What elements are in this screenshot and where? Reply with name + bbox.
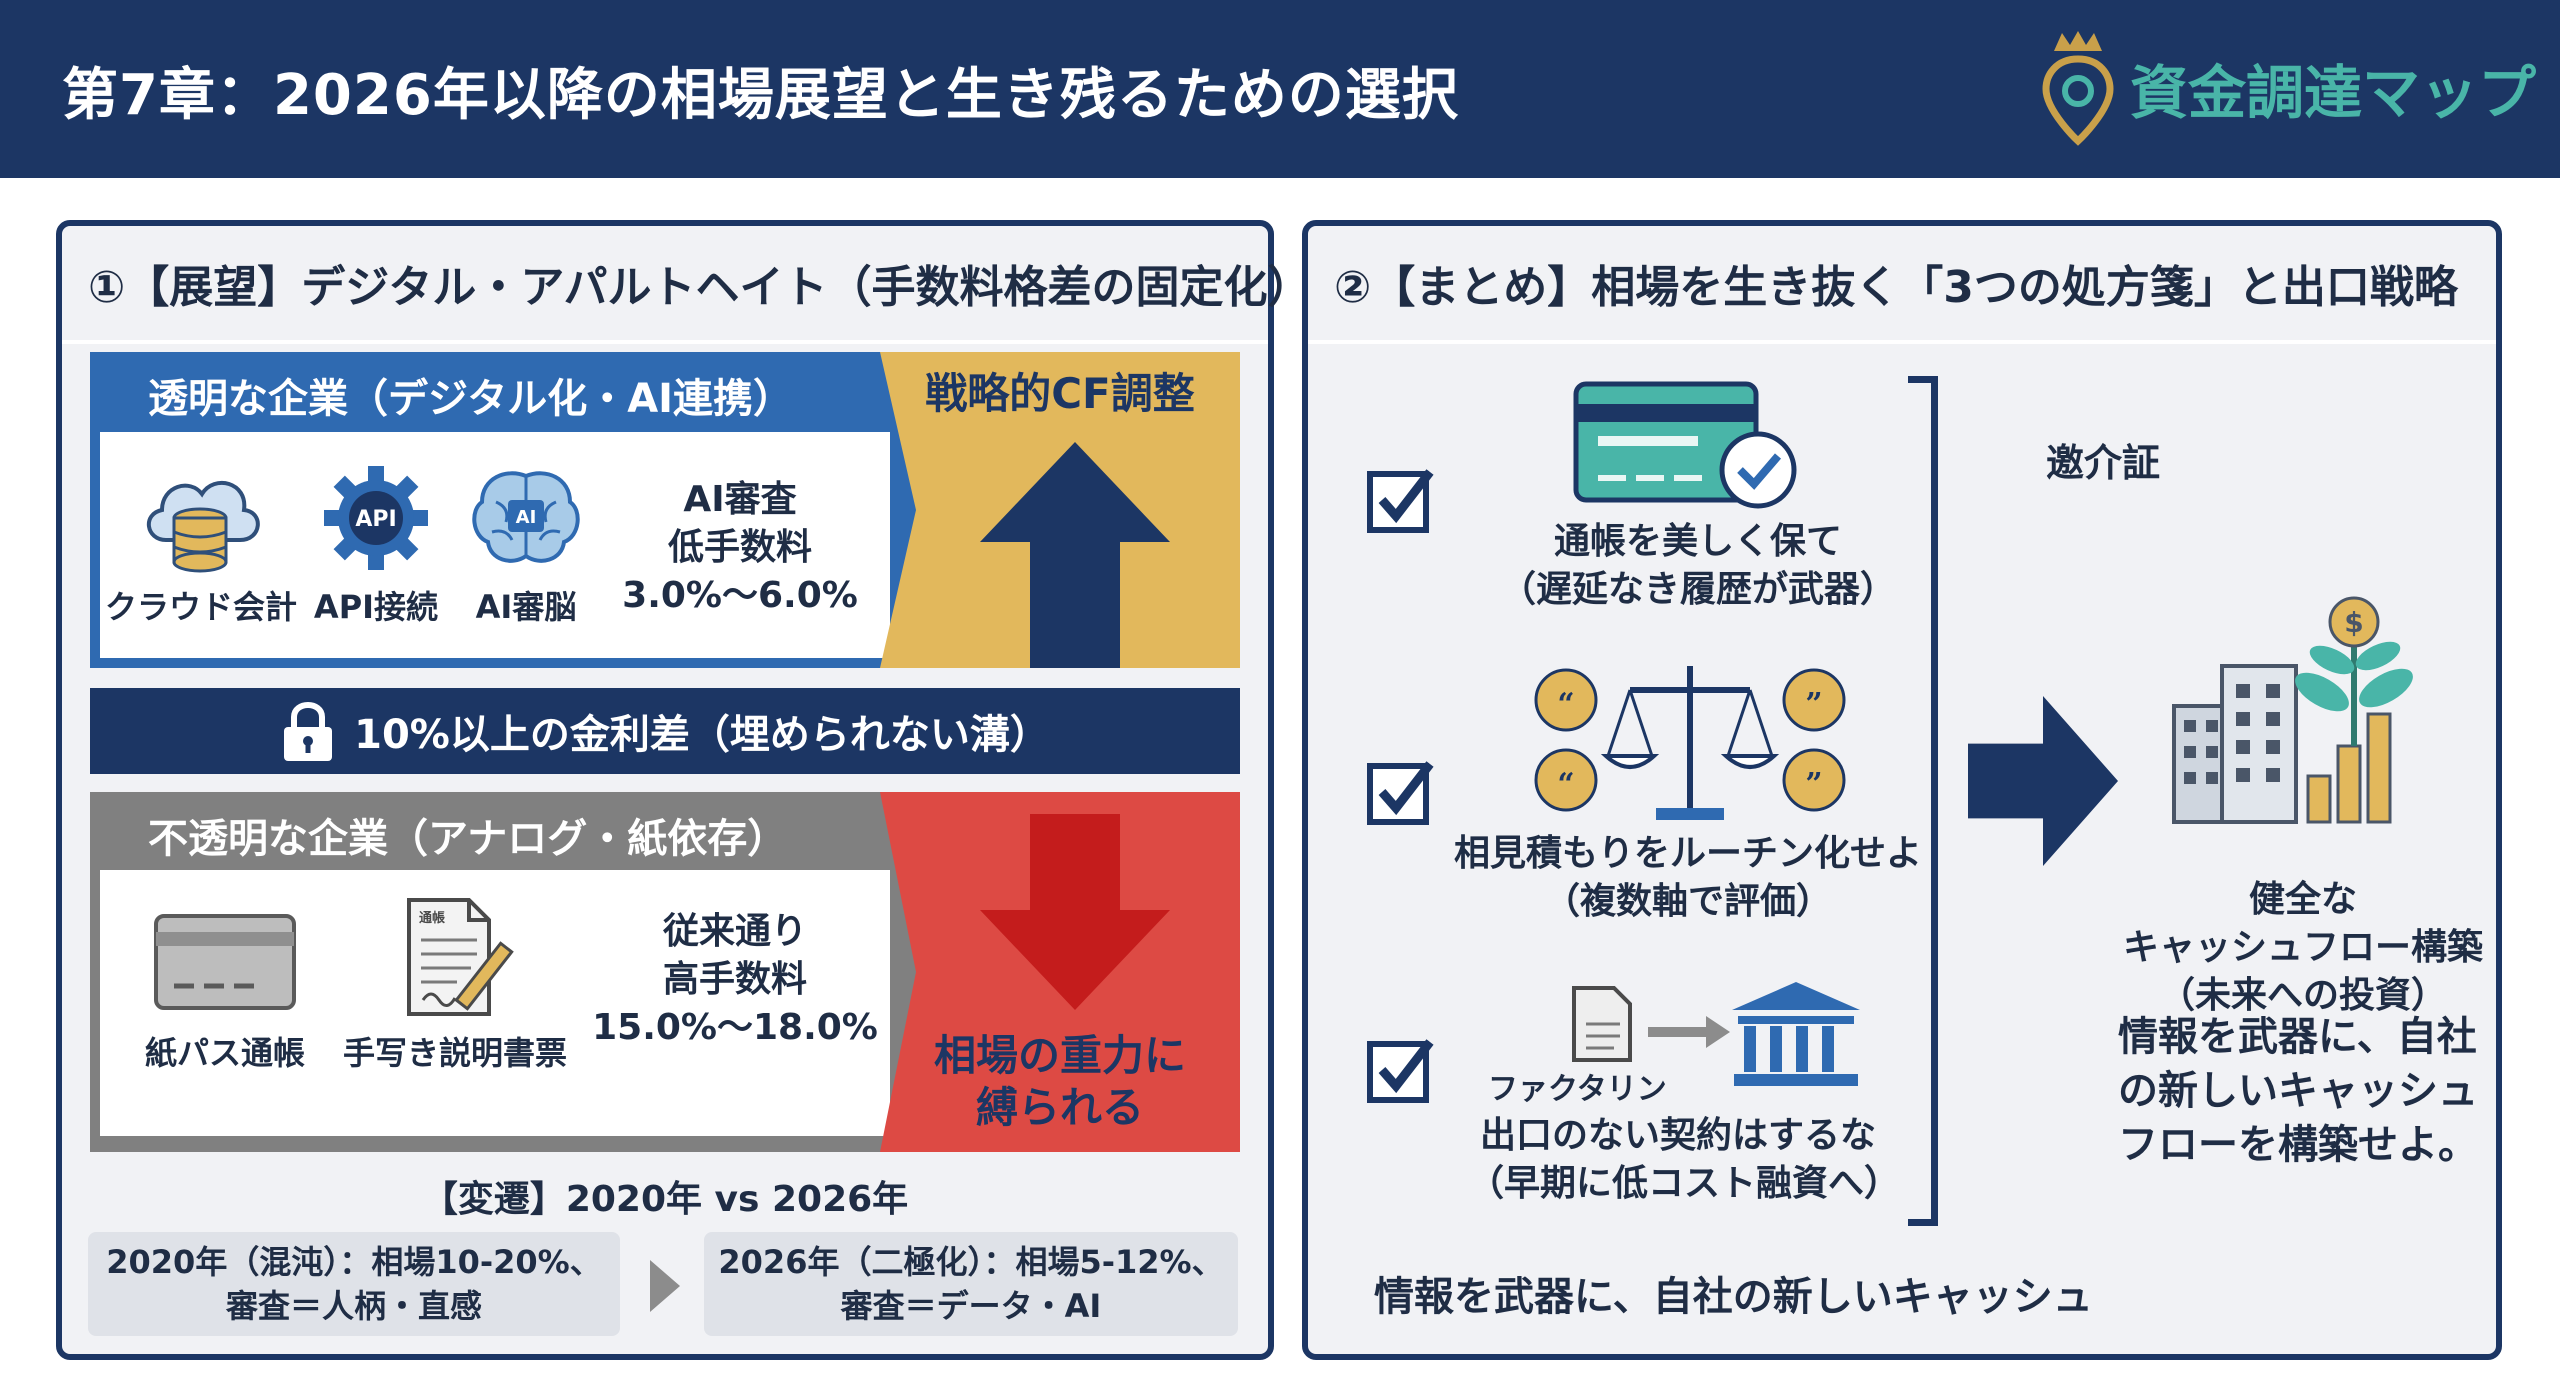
- up-arrow-icon: [980, 442, 1170, 668]
- interest-gap-label: 10%以上の金利差（埋められない溝）: [354, 712, 1050, 758]
- factoring-label: ファクタリン: [1488, 1072, 1667, 1107]
- cloud-accounting-item: クラウド会計: [105, 462, 298, 628]
- handwritten-doc-item: 通帳 手写き説明書票: [340, 894, 570, 1074]
- transparent-company-title: 透明な企業（デジタル化・AI連携）: [148, 376, 794, 422]
- outlook-panel-title: ①【展望】デジタル・アパルトヘイト（手数料格差の固定化）: [62, 226, 1312, 344]
- transition-2026-box: 2026年（二極化）：相場5-12%、 審査＝データ・AI: [704, 1232, 1238, 1336]
- transition-2020-line: 審査＝人柄・直感: [225, 1287, 482, 1325]
- high-fee-text: 従来通り 高手数料 15.0%〜18.0%: [590, 908, 880, 1052]
- cloud-database-icon: [146, 480, 260, 573]
- opaque-company-title: 不透明な企業（アナログ・紙依存）: [148, 816, 788, 862]
- low-fee-rate: 3.0%〜6.0%: [622, 575, 858, 616]
- document-to-bank-icon: [1572, 982, 1860, 1086]
- down-arrow-icon: [980, 814, 1170, 1010]
- low-fee-line: AI審査: [683, 479, 797, 520]
- low-fee-line: 低手数料: [667, 527, 812, 568]
- checkbox-icon: [1367, 761, 1434, 825]
- checkbox-icon: [1367, 1039, 1434, 1103]
- handwritten-doc-label: 手写き説明書票: [342, 1034, 567, 1072]
- svg-text:”: ”: [1805, 687, 1822, 722]
- transition-2026-line: 2026年（二極化）：相場5-12%、: [718, 1243, 1224, 1281]
- low-fee-text: AI審査 低手数料 3.0%〜6.0%: [610, 476, 870, 620]
- outcome-line: 健全な: [2248, 879, 2357, 920]
- prescription-1-sub: （遅延なき履歴が武器）: [1499, 569, 1896, 610]
- high-fee-line: 高手数料: [662, 959, 807, 1000]
- prescription-2-sub: （複数軸で評価）: [1543, 881, 1832, 922]
- prescription-1-main: 通帳を美しく保て: [1553, 521, 1842, 562]
- prescription-3-sub: （早期に低コスト融資へ）: [1468, 1163, 1901, 1204]
- prescription-3-main: 出口のない契約はするな: [1479, 1115, 1876, 1156]
- outcome-heading: 邀介証: [2046, 441, 2161, 485]
- market-gravity-label: 相場の重力に 縛られる: [880, 1030, 1240, 1134]
- prescription-3-text: 出口のない契約はするな （早期に低コスト融資へ）: [1468, 1112, 1901, 1208]
- market-gravity-line: 相場の重力に: [933, 1031, 1186, 1080]
- transparent-company-band: 透明な企業（デジタル化・AI連携） クラウド会計: [90, 352, 1240, 668]
- market-gravity-line: 縛られる: [975, 1083, 1144, 1132]
- page-title: 第7章：2026年以降の相場展望と生き残るための選択: [62, 63, 1459, 128]
- transparent-icons-box: クラウド会計 API: [100, 432, 890, 658]
- strategic-cf-label: 戦略的CF調整: [925, 369, 1195, 418]
- handwritten-document-icon: 通帳: [407, 898, 514, 1016]
- opaque-icons-box: 紙パス通帳 通帳 手写き説明書票 従来通り 高手数料: [100, 870, 890, 1136]
- prescriptions-bracket: [1908, 376, 1938, 1226]
- cloud-accounting-label: クラウド会計: [105, 588, 298, 626]
- document-mark: 通帳: [419, 910, 445, 926]
- api-gear-icon: API: [324, 466, 428, 570]
- outlook-panel: ①【展望】デジタル・アパルトヘイト（手数料格差の固定化） 透明な企業（デジタル化…: [56, 220, 1312, 1360]
- transition-arrow-icon: [650, 1260, 680, 1312]
- high-fee-rate: 15.0%〜18.0%: [592, 1007, 878, 1048]
- ai-item: AI AI審脳: [456, 462, 596, 628]
- svg-text:$: $: [2344, 606, 2363, 639]
- right-arrow-icon: [1968, 696, 2118, 866]
- header-bar: 第7章：2026年以降の相場展望と生き残るための選択 資金調達マップ: [0, 0, 2560, 178]
- passbook-icon: [154, 914, 296, 1010]
- ai-brain-icon: AI: [472, 471, 580, 563]
- summary-panel-title: ②【まとめ】相場を生き抜く「3つの処方箋」と出口戦略: [1308, 226, 2496, 344]
- outcome-line: キャッシュフロー構築: [2122, 927, 2483, 968]
- brand-name: 資金調達マップ: [2130, 59, 2537, 127]
- paper-passbook-item: 紙パス通帳: [120, 900, 330, 1074]
- outcome-text: 健全な キャッシュフロー構築 （未来への投資）: [2118, 876, 2488, 1020]
- svg-text:”: ”: [1805, 767, 1822, 802]
- prescription-2-main: 相見積もりをルーチン化せよ: [1453, 833, 1922, 874]
- svg-text:“: “: [1557, 687, 1574, 722]
- passbook-check-icon: [1573, 381, 1797, 509]
- svg-text:“: “: [1557, 767, 1574, 802]
- interest-gap-bar: 10%以上の金利差（埋められない溝）: [90, 688, 1240, 774]
- ai-label: AI審脳: [475, 588, 577, 626]
- summary-panel: ②【まとめ】相場を生き抜く「3つの処方箋」と出口戦略 通帳を美しく保て （遅延な…: [1302, 220, 2502, 1360]
- prescription-1-text: 通帳を美しく保て （遅延なき履歴が武器）: [1488, 518, 1908, 614]
- bottom-message: 情報を武器に、自社の新しいキャッシュ: [1374, 1274, 2093, 1320]
- balance-scale-icon: “ ” “ ”: [1534, 666, 1846, 820]
- crown-pin-icon: [2042, 31, 2114, 146]
- transition-2020-box: 2020年（混沌）：相場10-20%、 審査＝人柄・直感: [88, 1232, 620, 1336]
- strategic-cf-panel: 戦略的CF調整: [880, 352, 1240, 668]
- transition-title: 【変遷】2020年 vs 2026年: [421, 1179, 909, 1220]
- api-item: API API接続: [306, 462, 446, 628]
- final-message: 情報を武器に、自社の新しいキャッシュフローを構築せよ。: [2118, 1014, 2478, 1168]
- brand-logo: 資金調達マップ: [2040, 28, 2536, 148]
- opaque-company-band: 不透明な企業（アナログ・紙依存） 紙パス通帳 通帳: [90, 792, 1240, 1152]
- transition-2020-line: 2020年（混沌）：相場10-20%、: [106, 1243, 602, 1281]
- outcome-line: （未来への投資）: [2158, 975, 2447, 1016]
- api-label: API接続: [313, 588, 439, 626]
- lock-icon: [284, 702, 333, 761]
- paper-passbook-label: 紙パス通帳: [144, 1034, 305, 1072]
- svg-text:AI: AI: [516, 507, 537, 528]
- market-gravity-panel: 相場の重力に 縛られる: [880, 792, 1240, 1152]
- high-fee-line: 従来通り: [662, 911, 807, 952]
- svg-text:API: API: [355, 507, 396, 532]
- transition-2026-line: 審査＝データ・AI: [840, 1287, 1102, 1325]
- growth-building-icon: $: [2172, 596, 2413, 824]
- checkbox-icon: [1367, 469, 1434, 533]
- prescription-2-text: 相見積もりをルーチン化せよ （複数軸で評価）: [1448, 830, 1928, 926]
